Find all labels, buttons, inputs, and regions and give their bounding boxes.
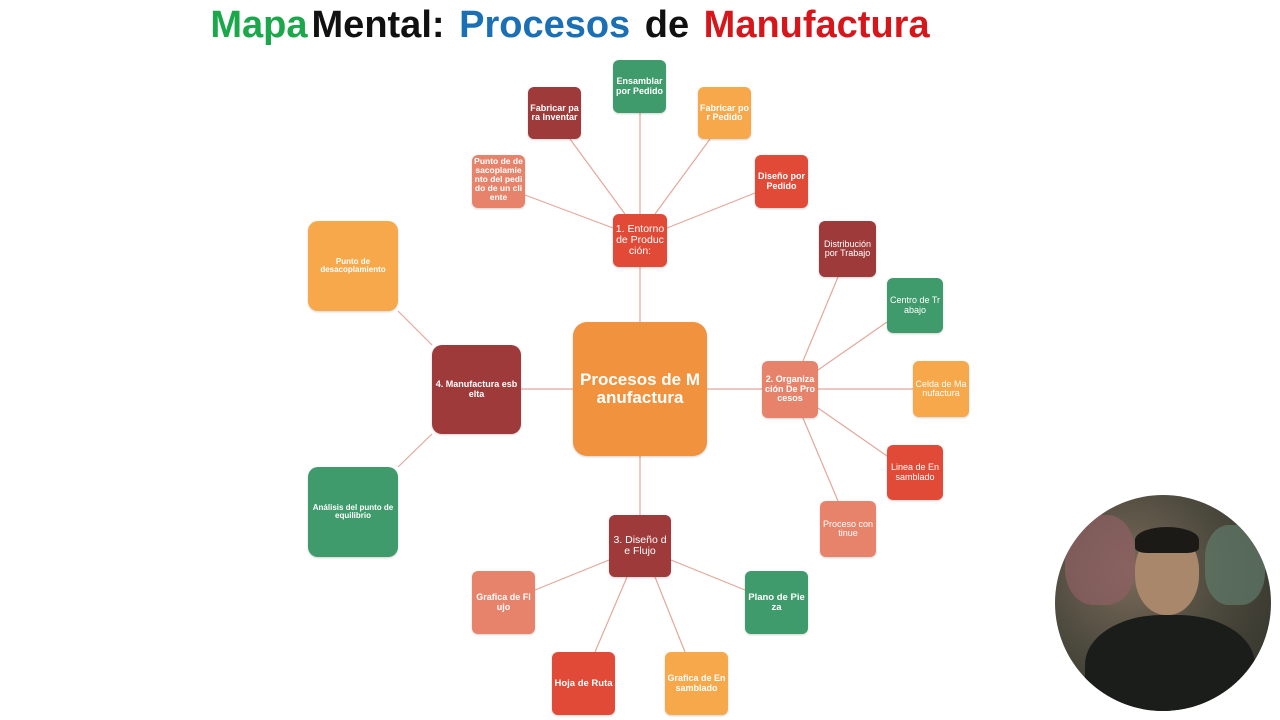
- node-diseno-flujo: 3. Diseño de Flujo: [609, 515, 671, 577]
- presenter-hair: [1135, 527, 1199, 553]
- node-organizacion-label: 2. Organización De Procesos: [764, 374, 815, 404]
- webcam-overlay: [1055, 495, 1271, 711]
- node-fabricar-inventar-label: Fabricar para Inventar: [530, 102, 579, 122]
- node-manufactura-esbelta: 4. Manufactura esbelta: [432, 345, 521, 434]
- edge-org-linea: [817, 407, 888, 457]
- title-word-procesos: Procesos: [459, 4, 631, 46]
- node-grafica-flujo: Grafica de Flujo: [472, 571, 535, 634]
- edge-org-centro: [817, 321, 888, 371]
- node-grafica-ensamblado-label: Grafica de Ensamblado: [667, 673, 726, 693]
- node-fabricar-inventar: Fabricar para Inventar: [528, 87, 581, 139]
- node-proceso-continuo-label: Proceso continue: [822, 518, 874, 538]
- node-analisis-equilibrio: Análisis del punto de equilibrio: [308, 467, 398, 557]
- node-celda-manufactura: Celda de Manufactura: [913, 361, 969, 417]
- node-punto-desacoplamiento-cliente-label: Punto de desacoplamiento del pedido de u…: [474, 156, 523, 202]
- node-organizacion: 2. Organización De Procesos: [762, 361, 818, 418]
- title-word-manufactura: Manufactura: [703, 4, 930, 46]
- node-distribucion-trabajo-label: Distribución por Trabajo: [823, 238, 872, 258]
- node-fabricar-pedido-label: Fabricar por Pedido: [700, 102, 750, 122]
- node-grafica-ensamblado: Grafica de Ensamblado: [665, 652, 728, 715]
- node-diseno-flujo-label: 3. Diseño de Flujo: [613, 533, 667, 557]
- webcam-background-shape: [1205, 525, 1265, 605]
- edge-org-distribucion: [802, 276, 839, 362]
- node-ensamblar-pedido-label: Ensamblar por Pedido: [616, 76, 663, 96]
- node-center-label: Procesos de Manufactura: [580, 370, 700, 407]
- title-word-mental: Mental:: [311, 4, 445, 46]
- node-manufactura-esbelta-label: 4. Manufactura esbelta: [435, 379, 518, 399]
- node-centro-trabajo: Centro de Trabajo: [887, 278, 943, 333]
- node-diseno-pedido-label: Diseño por Pedido: [757, 171, 805, 191]
- title-word-de: de: [644, 4, 690, 46]
- title-word-mapa: Mapa: [210, 4, 308, 46]
- edge-diseno-grafica-ensamblado: [654, 576, 686, 653]
- edge-diseno-hoja-ruta: [594, 576, 628, 653]
- node-ensamblar-pedido: Ensamblar por Pedido: [613, 60, 666, 113]
- edge-entorno-fabricar-inventar: [569, 138, 626, 215]
- edge-diseno-grafica-flujo: [534, 559, 610, 591]
- node-distribucion-trabajo: Distribución por Trabajo: [819, 221, 876, 277]
- node-hoja-ruta: Hoja de Ruta: [552, 652, 615, 715]
- node-proceso-continuo: Proceso continue: [820, 501, 876, 557]
- node-analisis-equilibrio-label: Análisis del punto de equilibrio: [312, 502, 394, 520]
- node-diseno-pedido: Diseño por Pedido: [755, 155, 808, 208]
- node-plano-pieza-label: Plano de Pieza: [748, 591, 805, 613]
- edge-entorno-punto-cliente: [524, 194, 614, 229]
- presenter-body: [1085, 615, 1255, 711]
- edge-diseno-plano: [670, 559, 746, 591]
- node-fabricar-pedido: Fabricar por Pedido: [698, 87, 751, 139]
- node-linea-ensamblado-label: Linea de Ensamblado: [890, 462, 940, 482]
- edge-org-proceso: [802, 417, 839, 502]
- edge-entorno-fabricar-pedido: [654, 138, 711, 215]
- node-hoja-ruta-label: Hoja de Ruta: [554, 677, 613, 689]
- node-punto-desacoplamiento-label: Punto de desacoplamiento: [320, 256, 386, 274]
- edge-esbelta-punto: [397, 310, 433, 346]
- node-center: Procesos de Manufactura: [573, 322, 707, 456]
- node-linea-ensamblado: Linea de Ensamblado: [887, 445, 943, 500]
- node-entorno: 1. Entorno de Producción:: [613, 214, 667, 267]
- edge-esbelta-analisis: [397, 433, 433, 468]
- webcam-background-shape: [1065, 515, 1135, 605]
- node-entorno-label: 1. Entorno de Producción:: [615, 222, 665, 257]
- node-grafica-flujo-label: Grafica de Flujo: [476, 592, 531, 612]
- node-celda-manufactura-label: Celda de Manufactura: [915, 378, 967, 398]
- edge-entorno-diseno-pedido: [666, 192, 756, 229]
- node-centro-trabajo-label: Centro de Trabajo: [889, 295, 941, 315]
- node-plano-pieza: Plano de Pieza: [745, 571, 808, 634]
- node-punto-desacoplamiento: Punto de desacoplamiento: [308, 221, 398, 311]
- node-punto-desacoplamiento-cliente: Punto de desacoplamiento del pedido de u…: [472, 155, 525, 208]
